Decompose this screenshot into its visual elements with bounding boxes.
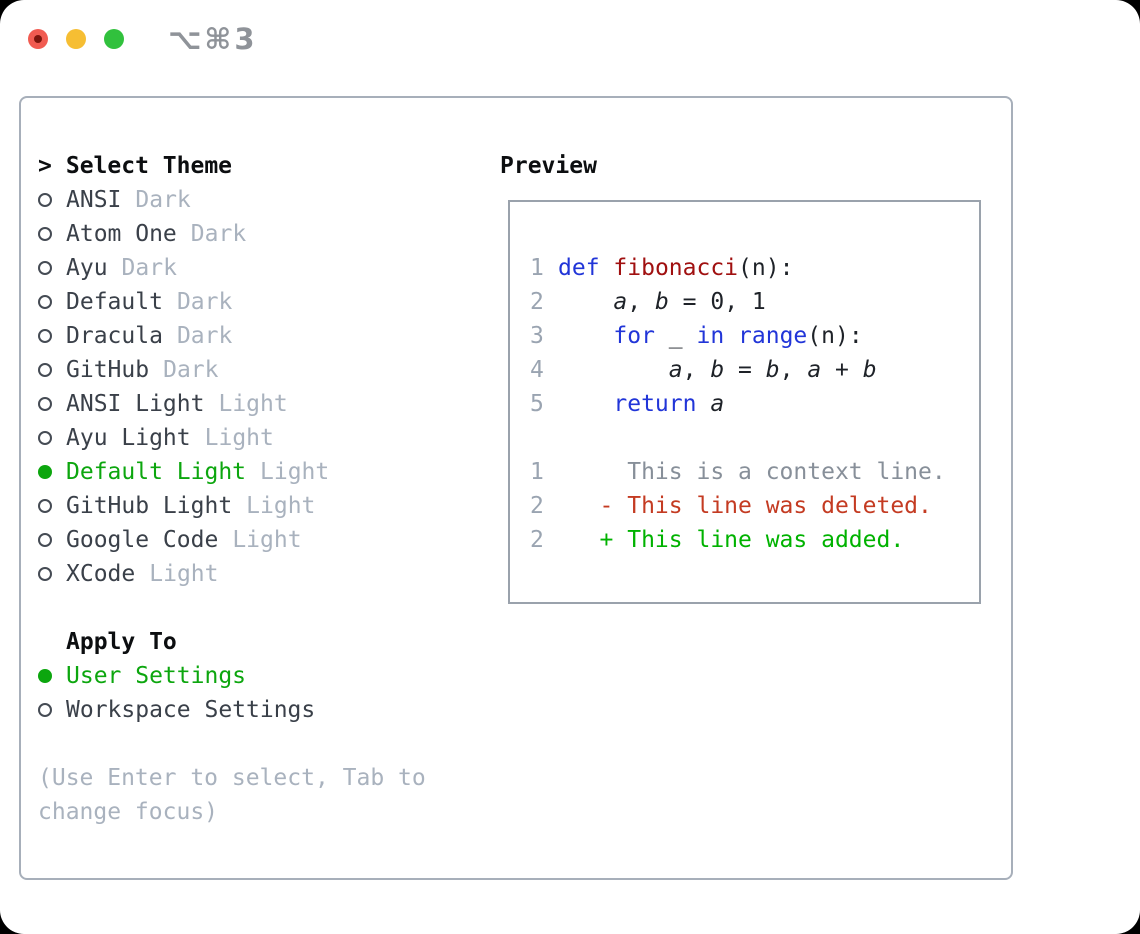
spacer: [530, 421, 979, 455]
theme-tag: Light: [204, 425, 274, 451]
line-number: 4: [530, 357, 544, 383]
radio-off-icon: [38, 363, 52, 377]
radio-off-icon: [38, 533, 52, 547]
line-number: 5: [530, 391, 544, 417]
diff-deleted-line: 2 - This line was deleted.: [530, 489, 979, 523]
radio-off-icon: [38, 227, 52, 241]
theme-tag: Light: [260, 459, 330, 485]
radio-off-icon: [38, 567, 52, 581]
line-number: 2: [530, 527, 544, 553]
apply-option-workspace-settings[interactable]: Workspace Settings: [38, 693, 490, 727]
code-line: 4 a, b = b, a + b: [530, 353, 979, 387]
prompt-icon: >: [38, 153, 52, 179]
theme-tag: Light: [218, 391, 288, 417]
radio-on-icon: [38, 465, 52, 479]
radio-off-icon: [38, 703, 52, 717]
close-button[interactable]: [28, 29, 48, 49]
apply-option-user-settings[interactable]: User Settings: [38, 659, 490, 693]
select-theme-header: > Select Theme: [38, 149, 490, 183]
line-number: 1: [530, 255, 544, 281]
select-theme-title: Select Theme: [65, 153, 233, 179]
spacer: [38, 727, 490, 761]
preview-title: Preview: [500, 153, 597, 179]
theme-tag: Dark: [176, 289, 233, 315]
keyboard-hint: (Use Enter to select, Tab to change focu…: [38, 765, 426, 825]
radio-off-icon: [38, 431, 52, 445]
theme-tag: Dark: [190, 221, 247, 247]
diff-added-line: 2 + This line was added.: [530, 523, 979, 557]
theme-tag: Light: [232, 527, 302, 553]
radio-off-icon: [38, 261, 52, 275]
theme-tag: Light: [149, 561, 219, 587]
theme-tag: Light: [246, 493, 316, 519]
apply-to-header: Apply To: [66, 629, 177, 655]
theme-tag: Dark: [121, 255, 177, 281]
line-number: 1: [530, 459, 544, 485]
radio-off-icon: [38, 397, 52, 411]
title-bar: ⌥⌘3: [0, 0, 1140, 78]
code-line: 3 for _ in range(n):: [530, 319, 979, 353]
line-number: 3: [530, 323, 544, 349]
theme-tag: Dark: [163, 357, 219, 383]
spacer: [38, 591, 490, 625]
theme-tag: Dark: [176, 323, 233, 349]
radio-off-icon: [38, 295, 52, 309]
line-number: 2: [530, 493, 544, 519]
keyboard-shortcut-label: ⌥⌘3: [168, 22, 258, 56]
code-line: 2 a, b = 0, 1: [530, 285, 979, 319]
zoom-button[interactable]: [104, 29, 124, 49]
line-number: 2: [530, 289, 544, 315]
minimize-button[interactable]: [66, 29, 86, 49]
code-line: 5 return a: [530, 387, 979, 421]
theme-tag: Dark: [135, 187, 191, 213]
radio-off-icon: [38, 329, 52, 343]
radio-off-icon: [38, 193, 52, 207]
radio-on-icon: [38, 669, 52, 683]
diff-context-line: 1 This is a context line.: [530, 455, 979, 489]
radio-off-icon: [38, 499, 52, 513]
